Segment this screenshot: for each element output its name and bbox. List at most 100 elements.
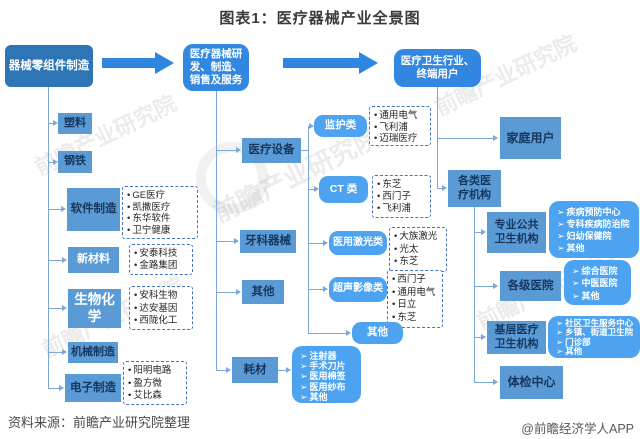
list-item-label: 门诊部 <box>565 336 591 347</box>
list-item-label: 妇幼保健院 <box>566 231 612 241</box>
consumables-items-list: ➢注射器➢手术刀片➢医用棉签➢医用纱布➢其他 <box>292 346 361 403</box>
bullet-icon: • <box>394 256 398 267</box>
connector-line <box>48 87 49 388</box>
list-item: ➢其他 <box>557 242 635 254</box>
connector-arrow <box>493 378 498 385</box>
list-item-label: 医用棉签 <box>309 371 346 382</box>
connector-arrow <box>234 237 239 244</box>
list-item-label: 迈瑞医疗 <box>379 133 418 144</box>
bullet-icon: • <box>377 191 381 202</box>
connector-line <box>216 241 235 242</box>
list-item-label: 通用电气 <box>397 286 436 298</box>
connector-line <box>308 243 324 244</box>
list-item-label: 安泰科技 <box>139 248 178 259</box>
biochem-companies-list: •安科生物•达安基因•西陇化工 <box>129 286 193 330</box>
connector-line <box>474 207 475 382</box>
list-item-label: 阳明电路 <box>133 365 172 376</box>
category-software-box: 软件制造 <box>67 188 120 231</box>
enduser-grassroots-box: 基层医疗 卫生机构 <box>487 321 546 354</box>
connector-line <box>278 370 287 371</box>
category-machinery-box: 机械制造 <box>68 342 118 363</box>
bullet-icon: • <box>392 311 396 323</box>
connector-arrow <box>62 304 67 311</box>
bullet-icon: • <box>374 133 378 144</box>
credit-note: @前瞻经济学人APP <box>521 422 634 436</box>
ultrasound-companies-list: •西门子•通用电气•日立•东芝 <box>387 270 443 328</box>
connector-line <box>308 333 347 334</box>
list-item: •光太 <box>394 244 444 257</box>
list-item-label: 专科疾病防治院 <box>566 219 630 229</box>
list-item-label: 西陇化工 <box>139 315 178 326</box>
list-item-label: 医用纱布 <box>309 381 346 392</box>
list-item: ➢乡镇、街道卫生院 <box>556 328 636 337</box>
category-equipment-box: 医疗设备 <box>242 138 301 163</box>
connector-line <box>474 286 494 287</box>
connector-line <box>308 289 324 290</box>
bullet-icon: • <box>128 390 132 401</box>
list-item: •卫宁健康 <box>127 225 195 237</box>
source-note: 资料来源：前瞻产业研究院整理 <box>8 415 191 430</box>
bullet-icon: • <box>374 110 378 121</box>
connector-arrow <box>53 120 58 126</box>
bullet-icon: ➢ <box>557 207 565 217</box>
stage-components-box: 器械零组件制造 <box>5 45 93 87</box>
subtype-ct-box: CT 类 <box>319 176 368 203</box>
bullet-icon: ➢ <box>300 361 308 372</box>
list-item: ➢其他 <box>556 345 636 356</box>
connector-line <box>48 260 63 261</box>
list-item: ➢医用纱布 <box>300 382 357 392</box>
list-item: •盈方微 <box>128 378 184 391</box>
list-item: ➢医用棉签 <box>300 371 357 381</box>
list-item-label: 东华软件 <box>132 213 171 224</box>
connector-arrow <box>236 146 241 153</box>
category-plastic-box: 塑料 <box>58 113 92 134</box>
connector-arrow <box>62 348 67 355</box>
list-item-label: 西门子 <box>397 274 426 285</box>
bullet-icon: • <box>128 377 132 389</box>
list-item-label: 通用电气 <box>379 110 418 121</box>
list-item: ➢妇幼保健院 <box>557 230 635 242</box>
connector-arrow <box>59 384 64 391</box>
list-item-label: 西门子 <box>382 191 411 202</box>
connector-line <box>474 382 494 383</box>
list-item: ➢专科疾病防治院 <box>557 218 635 230</box>
monitoring-companies-list: •通用电气•飞利浦•迈瑞医疗 <box>369 106 431 146</box>
list-item-label: 综合医院 <box>581 266 618 276</box>
list-item: •日立 <box>392 299 440 312</box>
list-item-label: 光太 <box>399 243 419 255</box>
list-item: ➢门诊部 <box>556 336 636 347</box>
list-item: •东华软件 <box>127 213 195 225</box>
category-biochem-box: 生物化学 <box>68 289 121 328</box>
list-item: ➢中医医院 <box>572 277 627 289</box>
list-item: ➢社区卫生服务中心 <box>556 318 636 328</box>
list-item: •西门子 <box>377 191 428 203</box>
connector-line <box>474 337 482 338</box>
connector-arrow <box>493 282 498 289</box>
connector-line <box>48 352 63 353</box>
bullet-icon: ➢ <box>556 345 564 356</box>
connector-arrow <box>481 228 486 235</box>
subtype-other-box: 其他 <box>352 322 403 344</box>
category-other-box: 其他 <box>242 280 284 304</box>
subtype-laser-box: 医用激光类 <box>329 231 387 255</box>
list-item: •艾比森 <box>128 390 184 403</box>
connector-line <box>437 138 494 139</box>
list-item-label: 安科生物 <box>139 290 178 301</box>
software-companies-list: •GE医疗•凯撒医疗•东华软件•卫宁健康 <box>122 186 198 239</box>
list-item-label: 社区卫生服务中心 <box>565 318 634 328</box>
list-item: •西陇化工 <box>134 315 190 328</box>
list-item: ➢疾病预防中心 <box>557 206 635 218</box>
list-item-label: 东芝 <box>397 311 417 323</box>
connector-arrow <box>53 158 58 165</box>
list-item: •通用电气 <box>392 287 440 300</box>
list-item-label: 疾病预防中心 <box>566 207 621 217</box>
hospitals-items-list: ➢综合医院➢中医医院➢其他 <box>564 260 631 305</box>
bullet-icon: • <box>134 290 138 301</box>
enduser-public-health-box: 专业公共 卫生机构 <box>487 212 546 253</box>
connector-arrow <box>61 205 66 212</box>
ct-companies-list: •东芝•西门子•飞利浦 <box>372 175 431 218</box>
bullet-icon: • <box>377 179 381 190</box>
connector-arrow <box>323 239 328 246</box>
materials-companies-list: •安泰科技•金路集团 <box>129 244 193 275</box>
connector-line <box>308 126 309 333</box>
